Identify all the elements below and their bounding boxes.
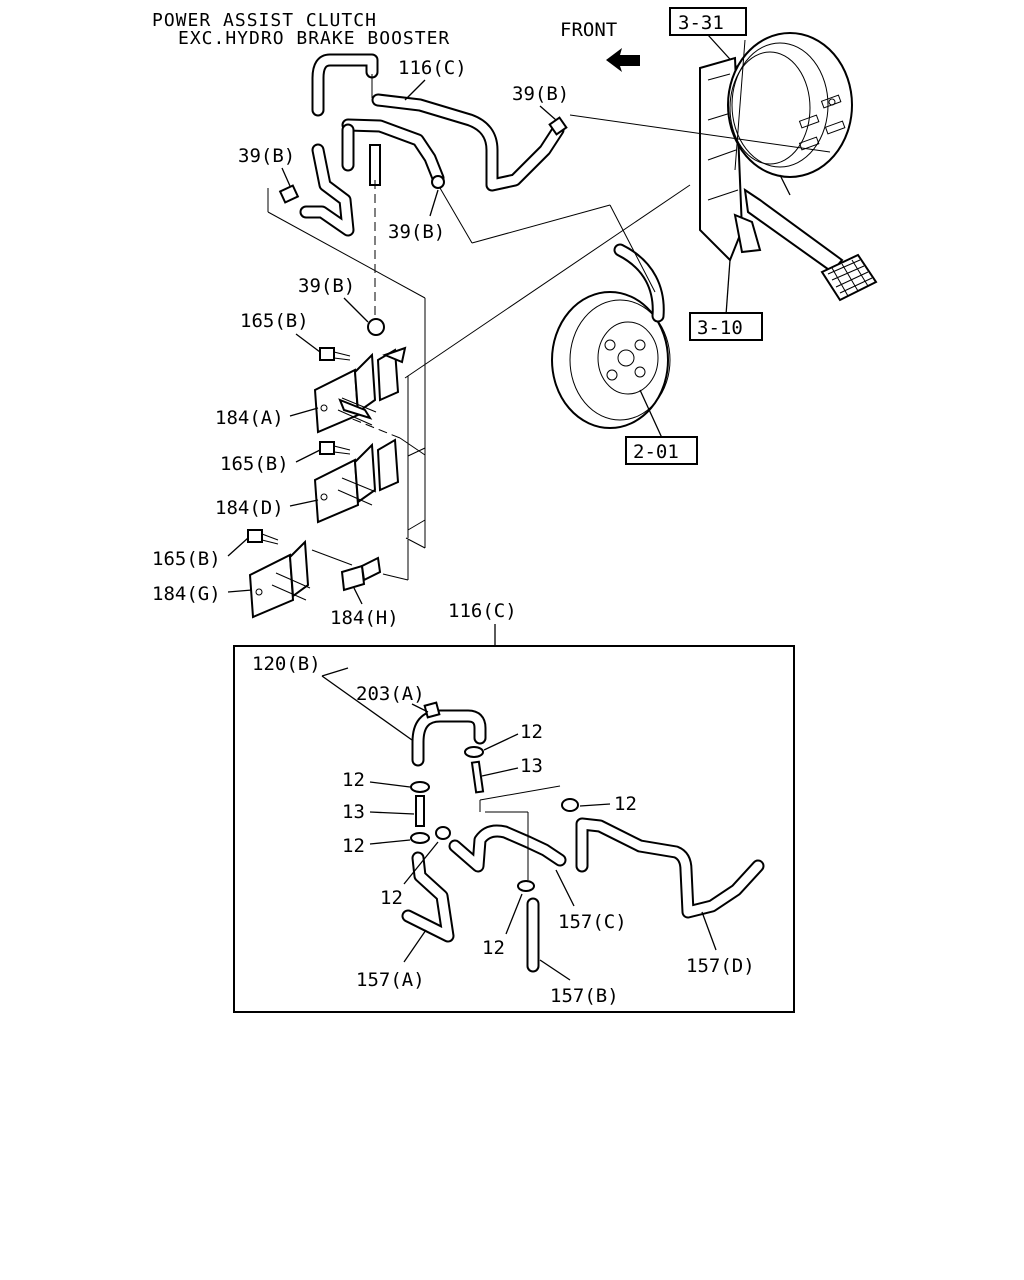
- label-184a: 184(A): [215, 407, 284, 429]
- leader-12-e: [403, 841, 439, 885]
- bracket-184a: [313, 346, 407, 434]
- label-39b-3: 39(B): [388, 221, 445, 243]
- label-203a: 203(A): [356, 683, 425, 705]
- leader-12-a: [483, 733, 519, 751]
- front-label: FRONT: [560, 19, 617, 41]
- label-12-c: 12: [614, 793, 637, 815]
- detail-hose-157c: [448, 824, 567, 873]
- leader-2-01: [639, 389, 663, 439]
- leader-165b-1: [295, 333, 321, 353]
- label-13-b: 13: [342, 801, 365, 823]
- leader-3-10: [725, 259, 731, 316]
- label-116c-top: 116(C): [398, 57, 467, 79]
- leader-13-b: [369, 811, 415, 815]
- svg-text:3-10: 3-10: [697, 317, 743, 339]
- leader-203a: [411, 703, 429, 713]
- label-12-d: 12: [342, 835, 365, 857]
- clutch-master-booster-assembly: [699, 32, 878, 302]
- leader-13-a: [481, 767, 519, 777]
- label-165b-3: 165(B): [152, 548, 221, 570]
- ref-box-3-10[interactable]: 3-10: [689, 312, 763, 341]
- leader-120b: [321, 675, 413, 741]
- clip-184h: [340, 556, 382, 592]
- leader-39b-1: [539, 105, 557, 121]
- label-184h: 184(H): [330, 607, 399, 629]
- clip-39b-upper: [278, 184, 385, 336]
- label-12-f: 12: [482, 937, 505, 959]
- bracket-184d: [313, 438, 400, 524]
- brake-booster: [551, 243, 671, 429]
- bolt-165b-3: [247, 529, 279, 545]
- upper-hose-assembly: [299, 53, 568, 237]
- label-157d: 157(D): [686, 955, 755, 977]
- label-12-a: 12: [520, 721, 543, 743]
- front-arrow-icon: [606, 48, 640, 72]
- leader-157a: [403, 929, 427, 963]
- detail-header-116c: 116(C): [448, 600, 517, 622]
- title-line-1: POWER ASSIST CLUTCH: [152, 10, 377, 31]
- bracket-184g: [248, 539, 311, 619]
- ref-box-3-31[interactable]: 3-31: [669, 7, 747, 36]
- leader-12-d: [369, 839, 411, 845]
- label-157b: 157(B): [550, 985, 619, 1007]
- detail-frame: [233, 645, 795, 1013]
- leader-157c: [555, 869, 575, 907]
- label-120b: 120(B): [252, 653, 321, 675]
- label-165b-1: 165(B): [240, 310, 309, 332]
- leader-157d: [701, 911, 717, 951]
- routing-lines: [267, 114, 831, 581]
- leader-39b-4: [343, 297, 369, 323]
- leader-12-b: [369, 781, 411, 788]
- ref-box-2-01[interactable]: 2-01: [625, 436, 698, 465]
- leader-184g: [227, 589, 253, 593]
- label-184g: 184(G): [152, 583, 221, 605]
- detail-hose-157d: [575, 817, 765, 919]
- label-165b-2: 165(B): [220, 453, 289, 475]
- label-157a: 157(A): [356, 969, 425, 991]
- svg-text:2-01: 2-01: [633, 441, 679, 463]
- label-157c: 157(C): [558, 911, 627, 933]
- label-13-a: 13: [520, 755, 543, 777]
- leader-184a: [289, 407, 319, 417]
- svg-text:3-31: 3-31: [678, 12, 724, 34]
- leader-165b-2: [295, 449, 321, 463]
- leader-39b-3: [429, 189, 439, 217]
- label-39b-1: 39(B): [512, 83, 569, 105]
- leader-184d: [289, 499, 319, 507]
- detail-clamps: [410, 746, 579, 892]
- bolt-165b-1: [319, 347, 351, 361]
- label-39b-4: 39(B): [298, 275, 355, 297]
- leader-184h: [353, 587, 363, 605]
- bolt-165b-2: [319, 441, 351, 455]
- leader-39b-2: [281, 167, 291, 187]
- title-line-2: EXC.HYDRO BRAKE BOOSTER: [178, 28, 450, 49]
- label-12-e: 12: [380, 887, 403, 909]
- leader-120b-2: [321, 667, 349, 677]
- leader-12-c: [579, 803, 611, 807]
- leader-157b: [539, 959, 571, 981]
- detail-hose-157a: [401, 851, 455, 943]
- leader-165b-3: [227, 537, 249, 557]
- label-12-b: 12: [342, 769, 365, 791]
- leader-12-f: [505, 893, 523, 935]
- label-184d: 184(D): [215, 497, 284, 519]
- leader-116c-top: [404, 79, 426, 101]
- label-39b-2: 39(B): [238, 145, 295, 167]
